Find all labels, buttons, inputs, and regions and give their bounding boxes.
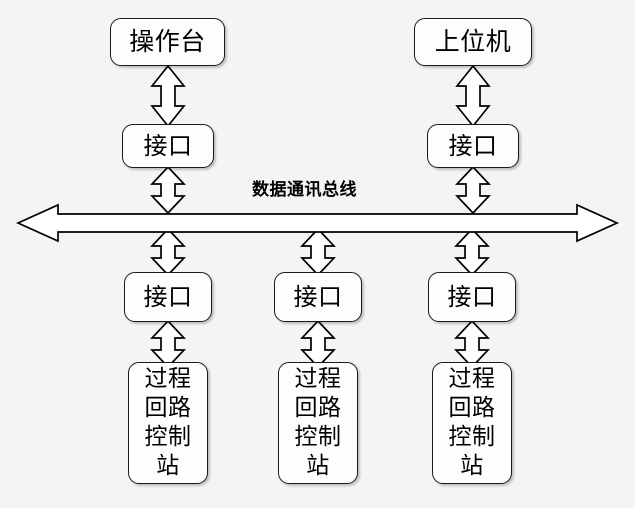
node-host-computer-label: 上位机 (434, 27, 512, 57)
double-arrow-vertical-icon (150, 165, 186, 215)
node-process-loop-station-mid-label: 过程回路控制站 (294, 366, 342, 479)
connector-interface-upper-left-to-bus (146, 165, 190, 215)
node-process-loop-station-left-label: 过程回路控制站 (144, 366, 192, 479)
double-arrow-horizontal-icon (15, 203, 620, 243)
node-interface-lower-right[interactable]: 接口 (428, 272, 516, 322)
node-interface-upper-left[interactable]: 接口 (122, 124, 214, 168)
node-process-loop-station-right-label: 过程回路控制站 (448, 366, 496, 479)
node-operator-console[interactable]: 操作台 (110, 18, 225, 66)
connector-interface-lower-mid-to-station (296, 319, 340, 369)
double-arrow-vertical-icon (454, 319, 490, 369)
node-interface-upper-left-label: 接口 (143, 131, 193, 160)
node-process-loop-station-mid[interactable]: 过程回路控制站 (278, 362, 358, 484)
connector-interface-lower-right-to-station (450, 319, 494, 369)
node-host-computer[interactable]: 上位机 (414, 18, 532, 66)
connector-console-to-interface (146, 64, 190, 128)
double-arrow-vertical-icon (150, 319, 186, 369)
node-interface-lower-right-label: 接口 (447, 282, 497, 311)
data-communication-bus[interactable] (15, 202, 620, 244)
node-interface-lower-left-label: 接口 (143, 282, 193, 311)
double-arrow-vertical-icon (150, 64, 186, 128)
node-process-loop-station-left[interactable]: 过程回路控制站 (128, 362, 208, 484)
node-interface-lower-mid-label: 接口 (293, 282, 343, 311)
connector-interface-lower-left-to-station (146, 319, 190, 369)
node-interface-upper-right[interactable]: 接口 (427, 124, 519, 168)
double-arrow-vertical-icon (300, 319, 336, 369)
bus-label: 数据通讯总线 (252, 180, 357, 200)
node-operator-console-label: 操作台 (129, 27, 206, 57)
node-interface-lower-mid[interactable]: 接口 (274, 272, 362, 322)
node-interface-upper-right-label: 接口 (448, 131, 498, 160)
node-interface-lower-left[interactable]: 接口 (124, 272, 212, 322)
node-process-loop-station-right[interactable]: 过程回路控制站 (432, 362, 512, 484)
connector-interface-upper-right-to-bus (451, 165, 495, 215)
connector-host-to-interface (451, 64, 495, 128)
double-arrow-vertical-icon (455, 165, 491, 215)
double-arrow-vertical-icon (455, 64, 491, 128)
